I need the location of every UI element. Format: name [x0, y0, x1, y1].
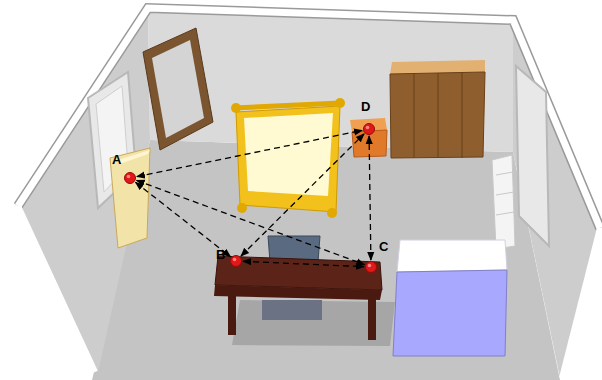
- right-wall-edge: [562, 228, 600, 378]
- dashed-arrow: [243, 261, 364, 266]
- point-marker: [363, 123, 375, 135]
- point-dot: [364, 124, 375, 135]
- chair-seat: [262, 300, 322, 320]
- point-highlight: [366, 126, 370, 130]
- left-wall: [20, 10, 150, 372]
- radiator-rib: [496, 192, 514, 195]
- location-point: C: [365, 261, 377, 273]
- bed-post: [335, 98, 345, 108]
- mirror-frame: [143, 28, 213, 150]
- wardrobe-front: [390, 72, 485, 158]
- bed-frame: [236, 106, 340, 212]
- bed-mattress: [244, 113, 333, 196]
- dashed-arrow: [241, 134, 364, 256]
- bed-post: [327, 208, 337, 218]
- point-label: B: [216, 248, 225, 262]
- cabinet-front: [393, 270, 507, 356]
- point-marker: [230, 255, 242, 267]
- bed-post: [231, 103, 241, 113]
- location-point: D: [363, 123, 375, 135]
- point-highlight: [233, 258, 237, 262]
- desk-top: [215, 256, 382, 290]
- point-dot: [231, 256, 242, 267]
- desk-leg: [368, 298, 376, 340]
- point-dot: [366, 262, 377, 273]
- bed-post: [237, 203, 247, 213]
- point-marker: [365, 261, 377, 273]
- point-label: C: [379, 240, 388, 254]
- left-radiator-top: [118, 150, 150, 164]
- dashed-arrow: [136, 182, 231, 256]
- radiator-rib: [496, 212, 514, 215]
- desk-leg: [228, 295, 236, 335]
- desk-edge: [214, 285, 382, 300]
- location-point: B: [230, 255, 242, 267]
- right-window: [516, 66, 549, 246]
- location-point: A: [124, 172, 136, 184]
- point-highlight: [368, 264, 372, 268]
- dashed-arrow: [137, 180, 365, 264]
- point-dot: [125, 173, 136, 184]
- right-radiator: [492, 155, 515, 249]
- point-label: A: [112, 153, 121, 167]
- wardrobe-door-line: [438, 73, 439, 158]
- left-wall-edge: [18, 206, 95, 372]
- wardrobe-door-line: [462, 73, 463, 158]
- cabinet-top: [397, 240, 507, 272]
- dashed-arrow: [369, 136, 371, 260]
- point-marker: [124, 172, 136, 184]
- radiator-rib: [496, 172, 513, 175]
- left-radiator: [110, 148, 150, 248]
- point-highlight: [127, 175, 131, 179]
- mirror-glass: [152, 40, 204, 138]
- wardrobe-door-line: [414, 74, 415, 158]
- point-label: D: [361, 100, 370, 114]
